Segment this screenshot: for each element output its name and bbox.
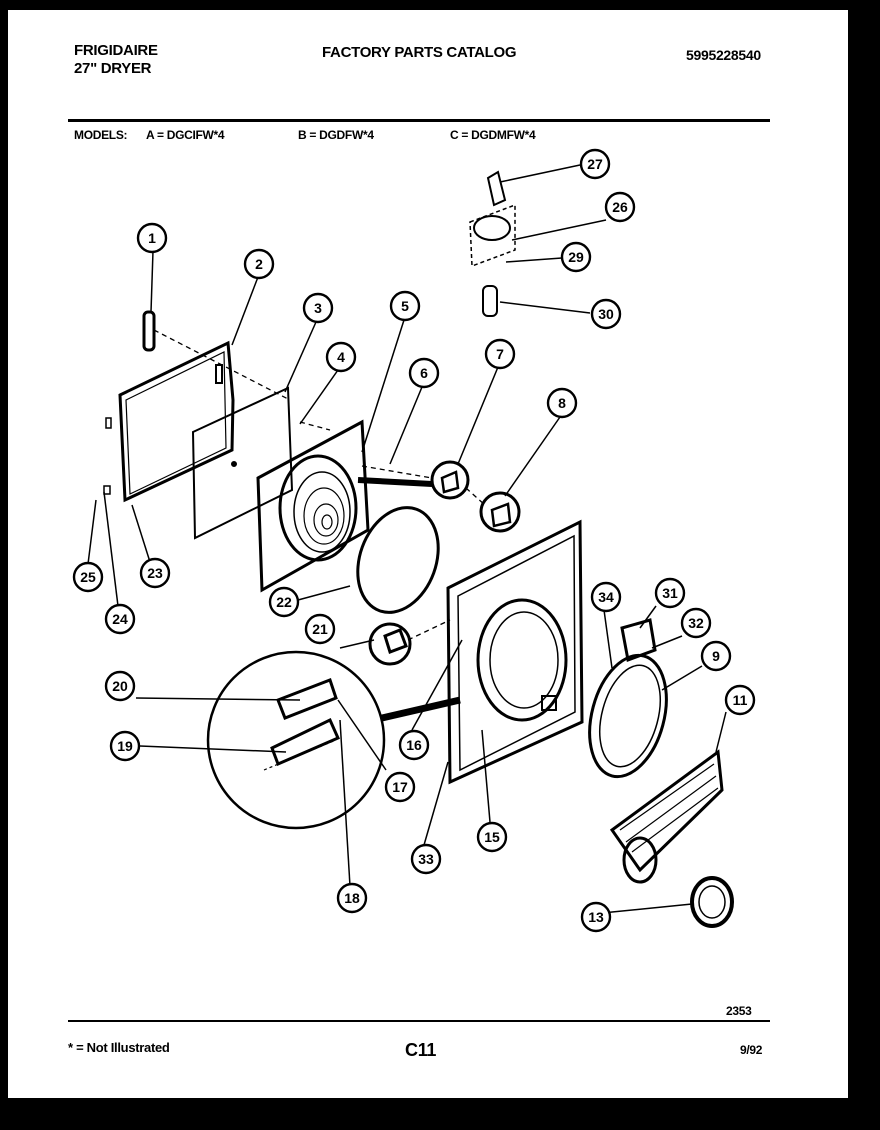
svg-text:31: 31 — [662, 585, 678, 601]
part-number: 5995228540 — [686, 47, 761, 63]
callout-11: 11 — [724, 684, 756, 716]
callout-21: 21 — [304, 613, 336, 645]
svg-text:13: 13 — [588, 909, 604, 925]
callout-22: 22 — [268, 586, 300, 618]
svg-text:18: 18 — [344, 890, 360, 906]
brand-block: FRIGIDAIRE 27" DRYER — [74, 42, 158, 78]
part-inner-door-panel — [191, 386, 294, 540]
svg-text:29: 29 — [568, 249, 584, 265]
part-seal-ring — [690, 876, 734, 928]
callout-17: 17 — [384, 771, 416, 803]
part-front-opening — [476, 598, 568, 722]
callout-33: 33 — [410, 843, 442, 875]
callout-13: 13 — [580, 901, 612, 933]
footer-date: 9/92 — [740, 1043, 763, 1057]
part-door-gasket — [356, 506, 440, 614]
svg-text:21: 21 — [312, 621, 328, 637]
svg-text:16: 16 — [406, 737, 422, 753]
callout-4: 4 — [325, 341, 357, 373]
svg-text:17: 17 — [392, 779, 408, 795]
callout-3: 3 — [302, 292, 334, 324]
figure-number: 2353 — [726, 1004, 752, 1018]
callout-9: 9 — [700, 640, 732, 672]
svg-text:2: 2 — [255, 256, 263, 272]
svg-text:8: 8 — [558, 395, 566, 411]
page-code: C11 — [405, 1040, 437, 1060]
svg-text:32: 32 — [688, 615, 704, 631]
svg-text:3: 3 — [314, 300, 322, 316]
callout-24: 24 — [104, 603, 136, 635]
product-name: 27" DRYER — [74, 60, 152, 77]
callout-31: 31 — [654, 577, 686, 609]
callout-23: 23 — [139, 557, 171, 589]
svg-text:34: 34 — [598, 589, 614, 605]
callout-15: 15 — [476, 821, 508, 853]
catalog-title: FACTORY PARTS CATALOG — [322, 44, 517, 61]
callout-20: 20 — [104, 670, 136, 702]
svg-text:6: 6 — [420, 365, 428, 381]
callout-29: 29 — [560, 241, 592, 273]
part-lint-duct — [609, 749, 724, 873]
part-bracket-31 — [620, 618, 657, 663]
callout-25: 25 — [72, 561, 104, 593]
part-hole-plug — [383, 628, 408, 654]
callout-34: 34 — [590, 581, 622, 613]
model-b: B = DGDFW*4 — [298, 128, 374, 142]
callout-32: 32 — [680, 607, 712, 639]
svg-text:25: 25 — [80, 569, 96, 585]
part-door-liner — [256, 419, 370, 593]
callout-26: 26 — [604, 191, 636, 223]
models-label: MODELS: — [74, 128, 128, 142]
callout-16: 16 — [398, 729, 430, 761]
callout-18: 18 — [336, 882, 368, 914]
model-a: A = DGCIFW*4 — [146, 128, 225, 142]
svg-text:9: 9 — [712, 648, 720, 664]
callout-19: 19 — [109, 730, 141, 762]
svg-text:15: 15 — [484, 829, 500, 845]
svg-text:33: 33 — [418, 851, 434, 867]
svg-text:7: 7 — [496, 346, 504, 362]
svg-text:1: 1 — [148, 230, 156, 246]
callout-27: 27 — [579, 148, 611, 180]
footer-rule — [68, 1020, 770, 1022]
header-rule — [68, 119, 770, 122]
callout-8: 8 — [546, 387, 578, 419]
part-bearing-ring — [588, 653, 668, 779]
callout-5: 5 — [389, 290, 421, 322]
callout-7: 7 — [484, 338, 516, 370]
part-switch-assembly — [469, 203, 516, 268]
part-hinge-bracket — [142, 310, 156, 352]
svg-text:20: 20 — [112, 678, 128, 694]
svg-text:19: 19 — [117, 738, 133, 754]
svg-text:11: 11 — [733, 692, 748, 708]
callout-30: 30 — [590, 298, 622, 330]
part-plunger — [482, 285, 498, 317]
callout-6: 6 — [408, 357, 440, 389]
svg-text:24: 24 — [112, 611, 128, 627]
svg-text:23: 23 — [147, 565, 163, 581]
part-outer-door-panel — [118, 340, 235, 503]
svg-text:30: 30 — [598, 306, 614, 322]
footer-legend: * = Not Illustrated — [68, 1040, 170, 1055]
svg-text:4: 4 — [337, 349, 345, 365]
part-front-panel — [446, 519, 584, 785]
model-c: C = DGDMFW*4 — [450, 128, 536, 142]
callout-1: 1 — [136, 222, 168, 254]
part-drum-window — [278, 454, 358, 562]
callout-2: 2 — [243, 248, 275, 280]
svg-text:27: 27 — [587, 156, 603, 172]
svg-text:22: 22 — [276, 594, 292, 610]
svg-text:26: 26 — [612, 199, 628, 215]
svg-text:5: 5 — [401, 298, 409, 314]
brand-name: FRIGIDAIRE — [74, 42, 158, 59]
detail-magnifier — [206, 650, 386, 830]
